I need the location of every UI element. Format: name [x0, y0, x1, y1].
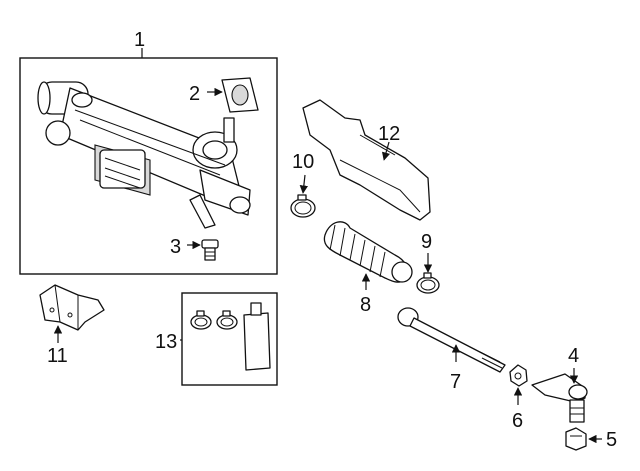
callout-11: 11	[47, 345, 68, 367]
callout-6: 6	[512, 410, 523, 432]
bellows-boot	[323, 221, 413, 283]
callout-1: 1	[134, 29, 145, 51]
inner-tie-rod	[397, 307, 506, 373]
heat-shield	[302, 99, 431, 221]
callout-4: 4	[568, 345, 579, 367]
boot-kit-contents	[190, 302, 271, 371]
mount-bushing	[221, 77, 259, 113]
callout-3: 3	[170, 236, 181, 258]
boot-clamp-large	[290, 194, 316, 218]
jam-nut	[509, 364, 528, 387]
callout-10-arrow	[299, 174, 309, 194]
mounting-bolt	[201, 239, 219, 261]
callout-12-arrow	[381, 141, 391, 161]
assembly-box	[19, 57, 278, 275]
callout-9: 9	[421, 231, 432, 253]
callout-7: 7	[450, 371, 461, 393]
protective-shield	[39, 284, 105, 331]
outer-tie-rod-end	[531, 373, 588, 423]
castle-nut	[565, 427, 587, 451]
callout-2: 2	[189, 83, 200, 105]
callout-13: 13	[155, 331, 177, 353]
steering-gear-rack	[37, 81, 251, 229]
callout-5: 5	[606, 429, 617, 451]
callout-12: 12	[378, 123, 400, 145]
kit-box	[181, 292, 278, 386]
boot-clamp-small	[416, 272, 440, 294]
callout-10: 10	[292, 151, 314, 173]
callout-8: 8	[360, 294, 371, 316]
